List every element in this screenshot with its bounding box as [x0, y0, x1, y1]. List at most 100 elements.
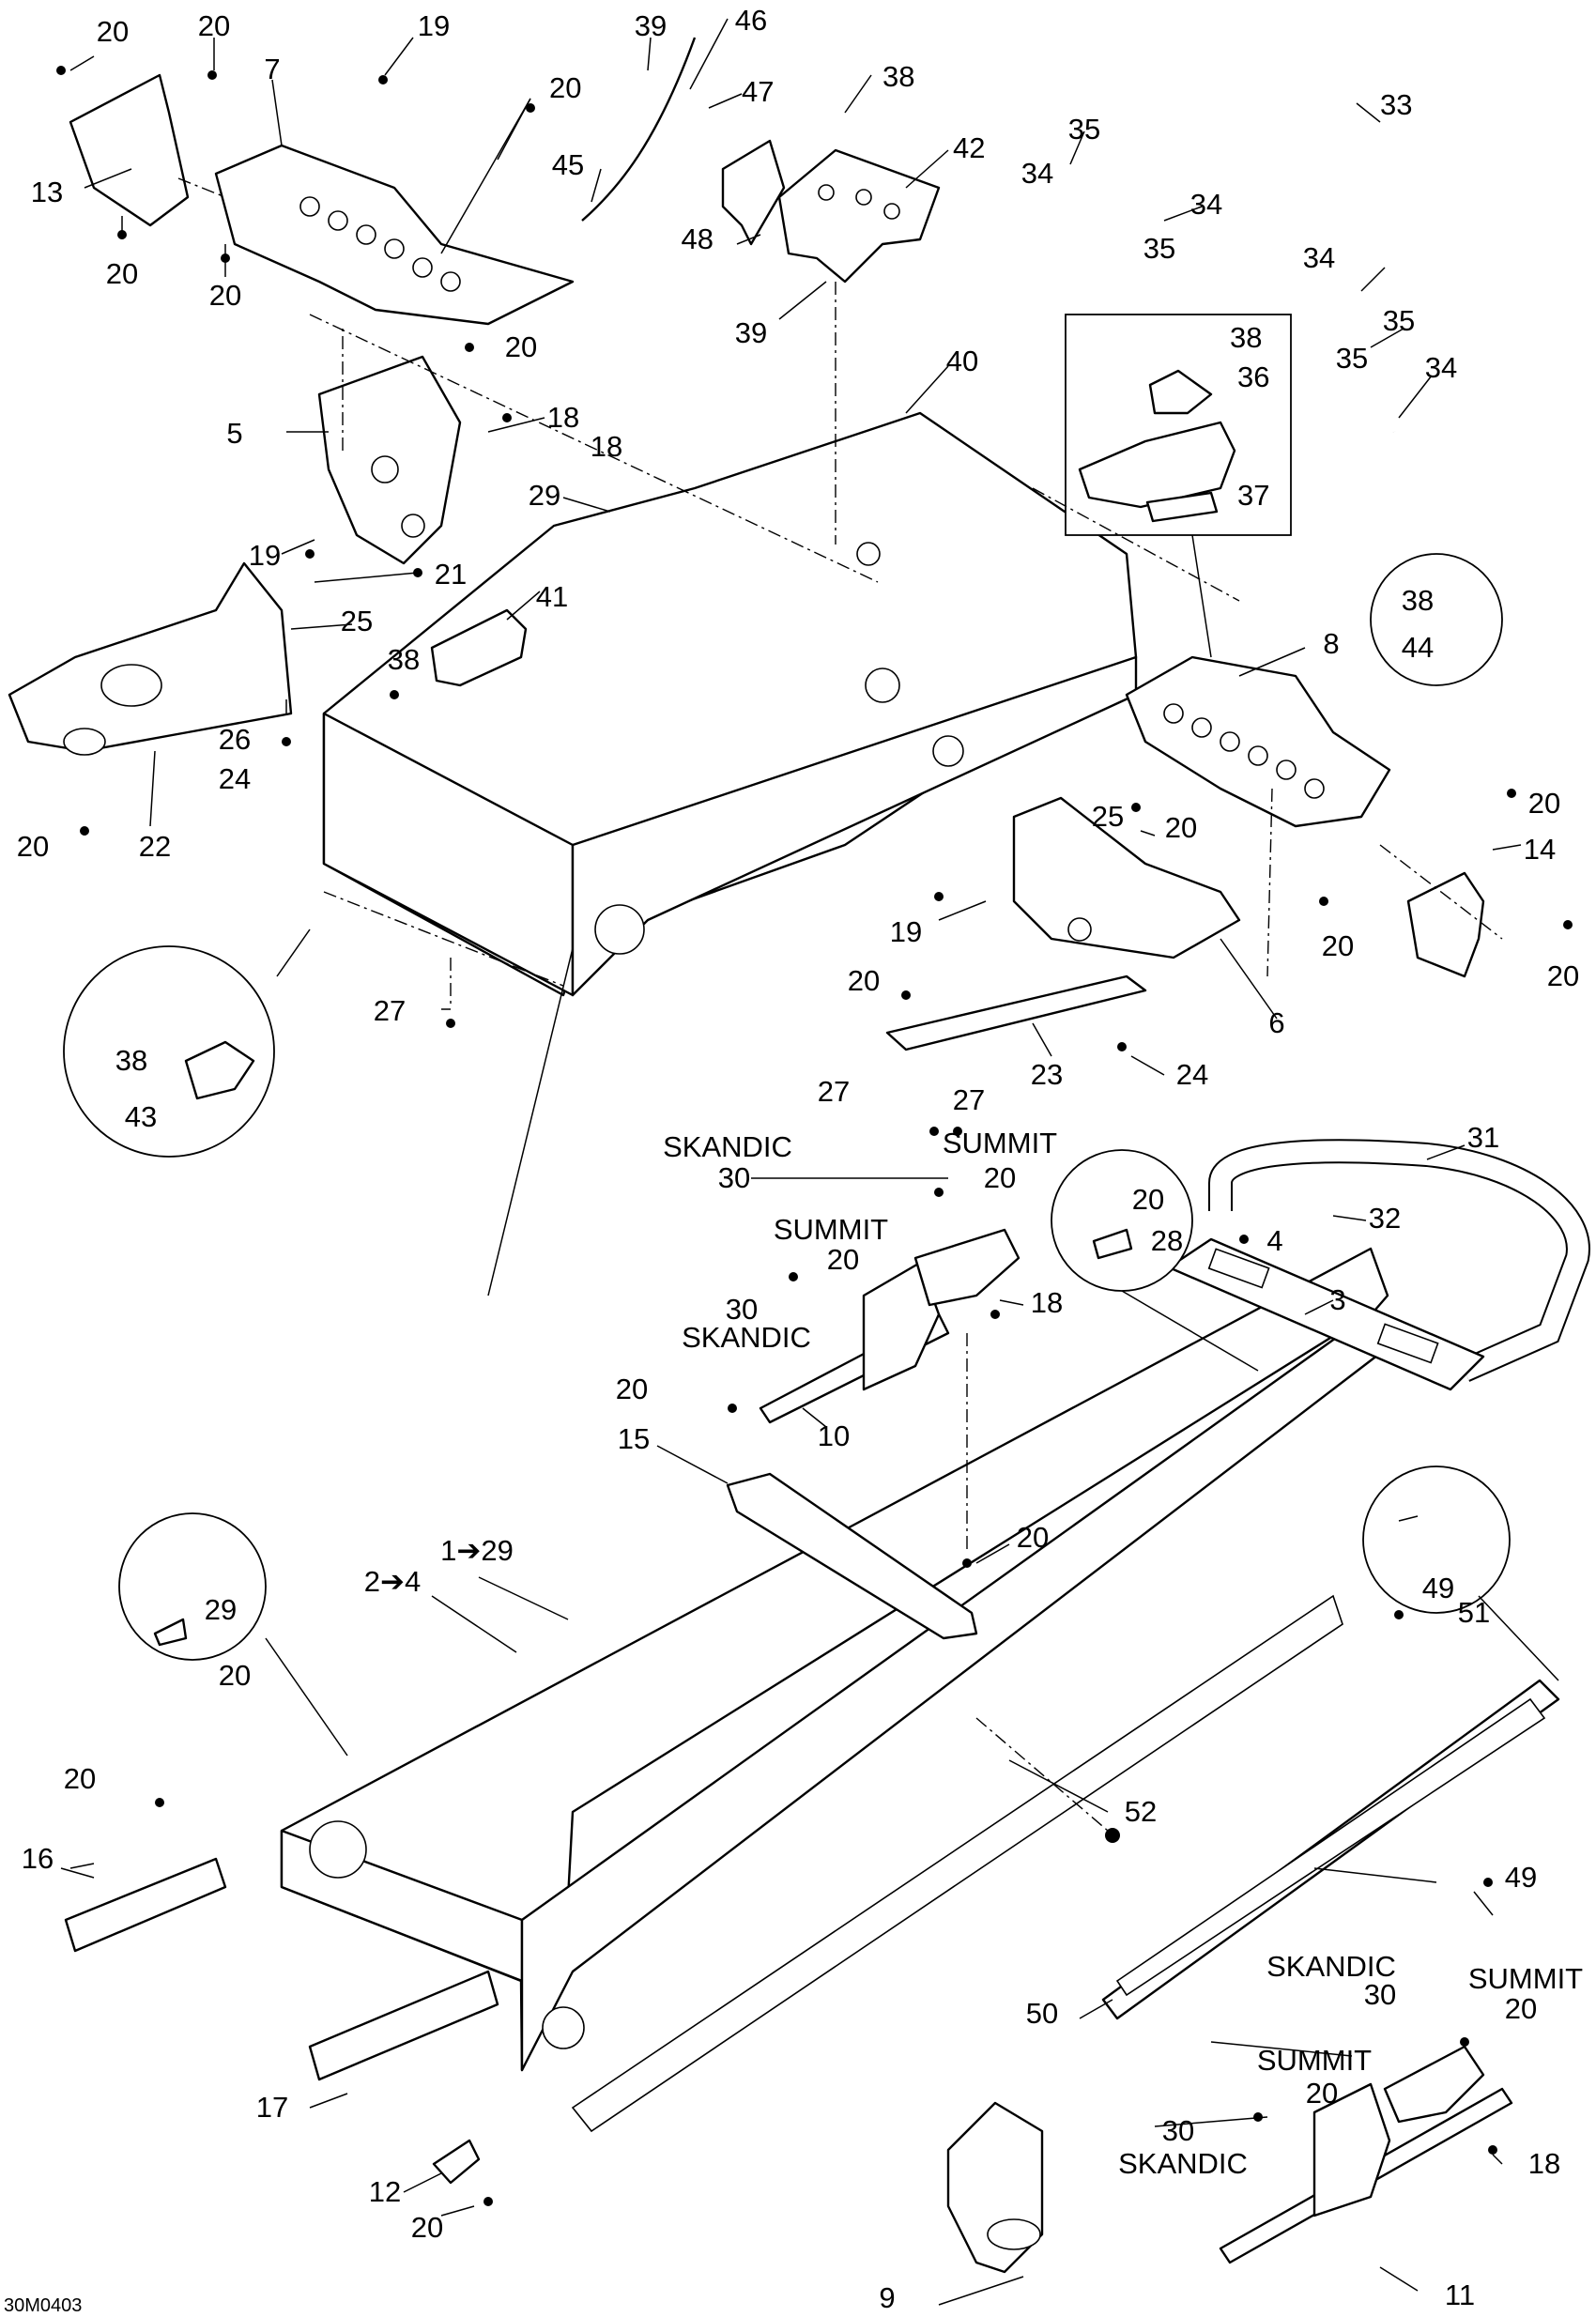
callout-label: 46 [735, 4, 767, 37]
callout-label: 36 [1237, 361, 1269, 393]
callout-label: SUMMIT [1257, 2044, 1372, 2077]
callout-label: 19 [249, 539, 281, 572]
tunnel-part [280, 1247, 1389, 2133]
callout-label: 20 [1306, 2077, 1338, 2110]
callout-label: 20 [505, 330, 537, 363]
callout-label: 44 [1402, 631, 1434, 664]
bracket-11-part [1219, 2045, 1513, 2264]
chassis-frame-part [322, 411, 1138, 997]
callout-label: 31 [1467, 1121, 1499, 1154]
callout-label: 45 [552, 148, 584, 181]
callout-label: 20 [64, 1762, 96, 1795]
callout-label: 18 [1528, 2147, 1560, 2180]
callout-label: SKANDIC [682, 1321, 811, 1354]
callout-label: 2➔4 [364, 1565, 421, 1598]
callout-label: 34 [1425, 351, 1457, 384]
callout-label: 18 [591, 430, 622, 463]
callout-label: 26 [219, 723, 251, 756]
angle-16-part [64, 1857, 227, 1953]
callout-label: 20 [1505, 1992, 1537, 2025]
callout-label: 34 [1021, 157, 1053, 190]
callout-label: 22 [139, 830, 171, 863]
callout-label: 5 [226, 417, 242, 450]
callout-label: 20 [1017, 1521, 1049, 1554]
callout-label: SKANDIC [663, 1130, 792, 1163]
callout-label: 20 [106, 257, 138, 290]
callout-label: 30 [1364, 1978, 1396, 2011]
callout-label: 20 [1165, 811, 1197, 844]
callout-label: 38 [1230, 321, 1262, 354]
callout-label: 20 [219, 1659, 251, 1692]
callout-label: 16 [22, 1842, 54, 1875]
callout-label: SUMMIT [943, 1127, 1057, 1159]
callout-label: 20 [616, 1373, 648, 1405]
strap-23-part [885, 974, 1147, 1051]
callout-label: 29 [205, 1593, 237, 1626]
callout-label: 20 [411, 2211, 443, 2244]
callout-label: 8 [1323, 627, 1339, 660]
callout-label: 20 [1132, 1183, 1164, 1216]
callout-label: 20 [17, 830, 49, 863]
callout-label: 20 [97, 15, 129, 48]
callout-label: 20 [984, 1161, 1016, 1194]
callout-label: 25 [1092, 800, 1124, 833]
callout-label: 39 [735, 316, 767, 349]
callout-label: 3 [1329, 1283, 1345, 1316]
callout-label: 32 [1369, 1202, 1401, 1235]
bracket-6-part [1012, 796, 1241, 959]
callout-label: 47 [742, 75, 774, 108]
callout-label: SKANDIC [1266, 1950, 1396, 1983]
callout-label: 13 [31, 176, 63, 208]
callout-label: 51 [1458, 1596, 1490, 1629]
callout-label: 21 [435, 558, 467, 591]
angle-17-part [308, 1970, 499, 2081]
detail-circle-38-43 [63, 945, 275, 1158]
bracket-42-part [721, 139, 941, 284]
callout-label: 41 [536, 580, 568, 613]
callout-label: 30 [1162, 2114, 1194, 2147]
callout-label: 20 [209, 279, 241, 312]
leader-lines [60, 18, 1559, 2306]
callout-label: 38 [882, 60, 914, 93]
callout-label: 34 [1303, 241, 1335, 274]
callout-label: 17 [256, 2091, 288, 2124]
callout-label: 9 [879, 2281, 895, 2314]
callout-label: 1➔29 [440, 1534, 514, 1567]
bracket-8-part [1125, 655, 1391, 828]
callout-label: 49 [1422, 1572, 1454, 1604]
detail-circle-38-44 [1370, 553, 1503, 686]
callout-label: 20 [198, 9, 230, 42]
alignment-lines [177, 177, 1503, 2197]
callout-label: 38 [115, 1044, 147, 1077]
callout-label: 20 [1547, 959, 1579, 992]
callout-label: 27 [374, 994, 406, 1027]
callout-label: 18 [547, 401, 579, 434]
callout-label: 48 [682, 222, 714, 255]
bracket-9-part [946, 2101, 1044, 2274]
bracket-5-part [317, 355, 462, 565]
callout-label: 6 [1268, 1006, 1284, 1039]
callout-label: SKANDIC [1118, 2147, 1248, 2180]
callout-labels: 20 20 19 7 20 13 20 20 39 46 47 38 45 42… [4, 4, 1583, 2316]
bracket-7-part [214, 144, 575, 326]
bracket-10-part [759, 1228, 1021, 1424]
callout-label: 25 [341, 605, 373, 637]
detail-circle-29-20 [118, 1512, 267, 1661]
callout-label: 20 [549, 71, 581, 104]
callout-label: 40 [946, 345, 978, 377]
grab-handle-31-part [1208, 1139, 1590, 1382]
callout-label: 35 [1068, 113, 1100, 146]
plate-14-part [1406, 871, 1485, 978]
callout-label: 20 [848, 964, 880, 997]
callout-label: 24 [219, 762, 251, 795]
plate-13-part [69, 73, 190, 227]
callout-label: 24 [1176, 1058, 1208, 1091]
callout-label: 20 [1528, 787, 1560, 820]
callout-label: 34 [1190, 188, 1222, 221]
loop-handle-33-part [1145, 18, 1399, 433]
callout-label: 52 [1125, 1795, 1157, 1828]
rear-rail-part [1101, 1679, 1560, 2020]
callout-label: 27 [953, 1083, 985, 1116]
diagram-code: 30M0403 [4, 2295, 82, 2316]
callout-label: 50 [1026, 1997, 1058, 2030]
